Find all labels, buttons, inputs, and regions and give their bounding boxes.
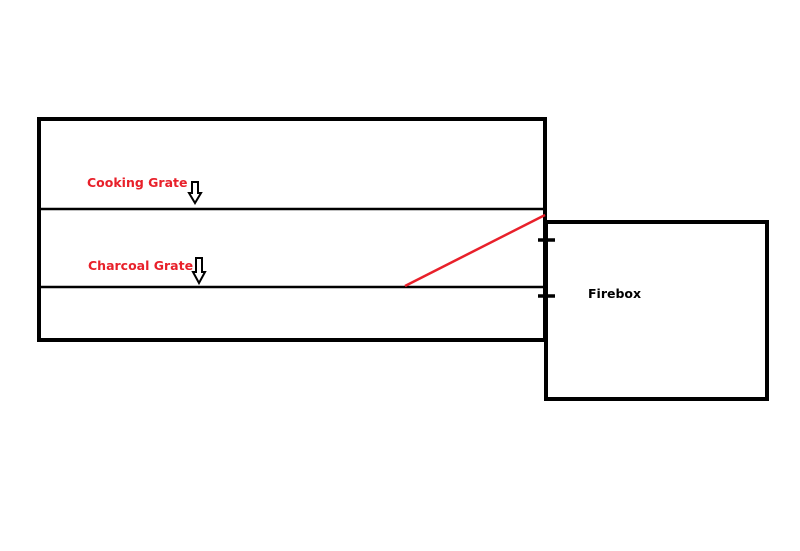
baffle-line xyxy=(404,213,546,288)
charcoal-grate-arrow-icon xyxy=(191,257,207,286)
cooking-grate-label: Cooking Grate xyxy=(87,175,188,190)
charcoal-grate-label: Charcoal Grate xyxy=(88,258,194,273)
cooking-grate-arrow-icon xyxy=(187,181,203,205)
firebox-box xyxy=(544,220,769,401)
cooking-chamber xyxy=(37,117,547,342)
firebox-label: Firebox xyxy=(588,286,642,301)
